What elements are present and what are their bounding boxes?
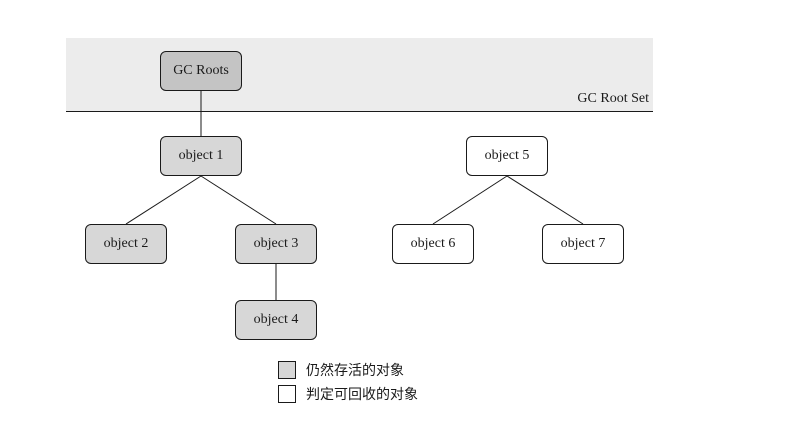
object-6-node: object 6 (392, 224, 474, 264)
object-3-node: object 3 (235, 224, 317, 264)
object-4-node: object 4 (235, 300, 317, 340)
object-2-node: object 2 (85, 224, 167, 264)
legend-item-alive: 仍然存活的对象 (278, 358, 418, 382)
legend: 仍然存活的对象 判定可回收的对象 (278, 358, 418, 406)
edge-object_1-to-object_3 (200, 175, 277, 225)
object-1-node: object 1 (160, 136, 242, 176)
collectable-swatch (278, 385, 296, 403)
legend-label-alive: 仍然存活的对象 (306, 363, 404, 379)
edge-object_1-to-object_2 (125, 175, 202, 225)
legend-item-collectable: 判定可回收的对象 (278, 382, 418, 406)
alive-swatch (278, 361, 296, 379)
legend-label-collectable: 判定可回收的对象 (306, 387, 418, 403)
gc-roots-node: GC Roots (160, 51, 242, 91)
gc-root-set-label: GC Root Set (577, 91, 649, 106)
edge-object_5-to-object_6 (432, 175, 508, 225)
edge-object_5-to-object_7 (506, 175, 584, 225)
object-5-node: object 5 (466, 136, 548, 176)
object-7-node: object 7 (542, 224, 624, 264)
